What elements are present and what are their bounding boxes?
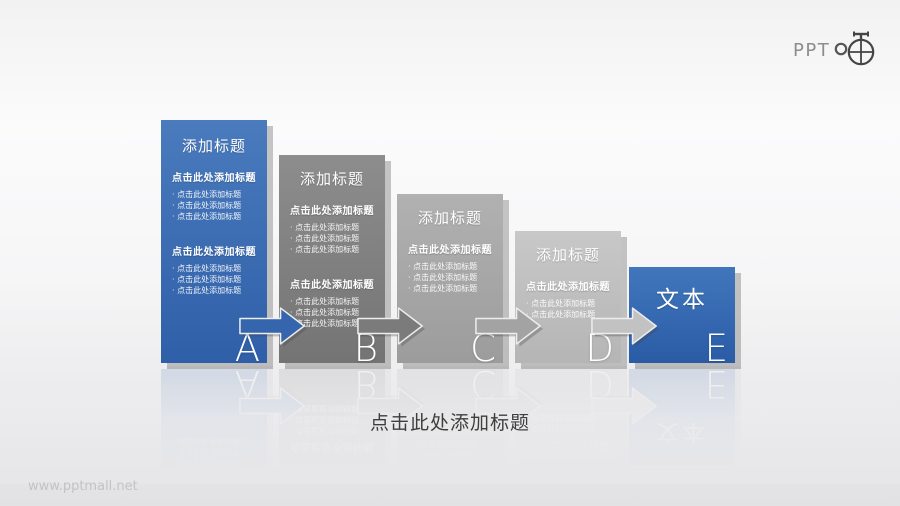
- bullet-item[interactable]: 点击此处添加标题: [290, 244, 377, 255]
- group-heading[interactable]: 点击此处添加标题: [290, 280, 374, 291]
- step-column-d[interactable]: 添加标题 点击此处添加标题 点击此处添加标题 点击此处添加标题 D: [515, 231, 621, 367]
- step-letter: D: [585, 327, 615, 370]
- bullet-item[interactable]: 点击此处添加标题: [290, 222, 377, 233]
- step-letter: A: [234, 327, 260, 370]
- bullet-item[interactable]: 点击此处添加标题: [526, 298, 613, 309]
- watermark-url: www.pptmall.net: [28, 479, 138, 494]
- slide-caption-placeholder[interactable]: 点击此处添加标题: [369, 412, 530, 434]
- bullet-item[interactable]: 点击此处添加标题: [408, 283, 495, 294]
- bullet-list: 点击此处添加标题 点击此处添加标题 点击此处添加标题: [287, 296, 377, 329]
- bullet-item[interactable]: 点击此处添加标题: [408, 272, 495, 283]
- step-column-a[interactable]: 添加标题 点击此处添加标题 点击此处添加标题 点击此处添加标题 点击此处添加标题…: [161, 120, 267, 367]
- flow-arrow: [591, 307, 659, 347]
- bullet-item[interactable]: 点击此处添加标题: [172, 263, 259, 274]
- step-letter: B: [353, 327, 378, 370]
- group-heading[interactable]: 点击此处添加标题: [408, 245, 492, 256]
- text-group: 点击此处添加标题 点击此处添加标题 点击此处添加标题 点击此处添加标题: [287, 276, 377, 329]
- step-diagram: 添加标题 点击此处添加标题 点击此处添加标题 点击此处添加标题 点击此处添加标题…: [0, 0, 900, 366]
- bullet-item[interactable]: 点击此处添加标题: [172, 189, 259, 200]
- text-group: 点击此处添加标题 点击此处添加标题 点击此处添加标题: [523, 278, 613, 320]
- arrow-body: [475, 307, 541, 345]
- group-heading[interactable]: 点击此处添加标题: [290, 206, 374, 217]
- flow-arrow: [475, 307, 543, 347]
- column-title[interactable]: 添加标题: [417, 209, 482, 227]
- bullet-list: 点击此处添加标题 点击此处添加标题 点击此处添加标题: [169, 189, 259, 222]
- diagram-reflection: 添加标题 点击此处添加标题 点击此处添加标题 点击此处添加标题 点击此处添加标题…: [0, 366, 900, 484]
- text-group: 点击此处添加标题 点击此处添加标题 点击此处添加标题 点击此处添加标题: [287, 202, 377, 255]
- bullet-item[interactable]: 点击此处添加标题: [172, 200, 259, 211]
- step-column-c[interactable]: 添加标题 点击此处添加标题 点击此处添加标题 点击此处添加标题 点击此处添加标题…: [397, 194, 503, 367]
- arrow-body: [357, 307, 423, 345]
- step-letter: E: [704, 327, 728, 370]
- bullet-item[interactable]: 点击此处添加标题: [290, 296, 377, 307]
- text-group: 点击此处添加标题 点击此处添加标题 点击此处添加标题 点击此处添加标题: [169, 243, 259, 296]
- flow-arrow: [239, 307, 307, 347]
- bullet-item[interactable]: 点击此处添加标题: [172, 285, 259, 296]
- bullet-item[interactable]: 点击此处添加标题: [526, 309, 613, 320]
- bullet-list: 点击此处添加标题 点击此处添加标题: [523, 298, 613, 320]
- step-column-e[interactable]: 文本 E: [629, 267, 735, 367]
- arrow-body: [239, 307, 305, 345]
- group-heading[interactable]: 点击此处添加标题: [172, 247, 256, 258]
- bullet-list: 点击此处添加标题 点击此处添加标题 点击此处添加标题: [405, 261, 495, 294]
- text-group: 点击此处添加标题 点击此处添加标题 点击此处添加标题 点击此处添加标题: [405, 241, 495, 294]
- bullet-item[interactable]: 点击此处添加标题: [290, 318, 377, 329]
- column-title[interactable]: 添加标题: [535, 246, 600, 264]
- group-heading[interactable]: 点击此处添加标题: [526, 282, 610, 293]
- logo-text: PPT: [793, 40, 830, 61]
- bullet-item[interactable]: 点击此处添加标题: [408, 261, 495, 272]
- bullet-item[interactable]: 点击此处添加标题: [290, 307, 377, 318]
- text-group: 点击此处添加标题 点击此处添加标题 点击此处添加标题 点击此处添加标题: [169, 169, 259, 222]
- column-title[interactable]: 添加标题: [181, 137, 246, 155]
- bullet-list: 点击此处添加标题 点击此处添加标题 点击此处添加标题: [287, 222, 377, 255]
- logo-small-circle: [834, 42, 848, 56]
- bullet-item[interactable]: 点击此处添加标题: [172, 211, 259, 222]
- group-heading[interactable]: 点击此处添加标题: [172, 173, 256, 184]
- step-letter: C: [470, 327, 496, 370]
- pptmall-logo: PPT: [792, 28, 880, 70]
- text-placeholder[interactable]: 文本: [656, 287, 708, 313]
- bullet-item[interactable]: 点击此处添加标题: [290, 233, 377, 244]
- compass-bomb-icon: PPT: [793, 31, 875, 66]
- bullet-list: 点击此处添加标题 点击此处添加标题 点击此处添加标题: [169, 263, 259, 296]
- column-title[interactable]: 添加标题: [299, 170, 364, 188]
- flow-arrow: [357, 307, 425, 347]
- bullet-item[interactable]: 点击此处添加标题: [172, 274, 259, 285]
- arrow-body: [591, 307, 657, 345]
